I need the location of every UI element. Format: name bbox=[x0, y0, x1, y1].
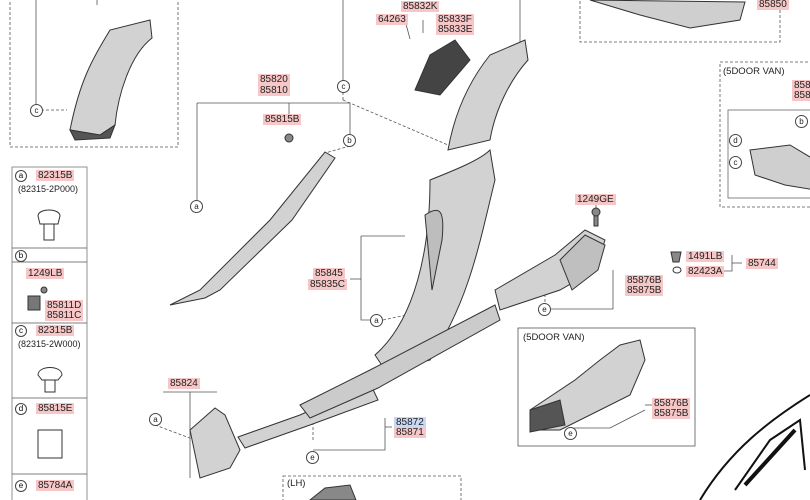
legend-clip-d bbox=[37, 429, 63, 459]
label-85875b-top: 85875B bbox=[625, 285, 664, 296]
label-85833f: 85833F bbox=[436, 14, 474, 25]
caption-5door-van-mid: (5DOOR VAN) bbox=[523, 332, 585, 343]
callout-e-scuff: e bbox=[306, 451, 319, 464]
callout-a-cowl: a bbox=[149, 413, 162, 426]
caption-lh: (LH) bbox=[287, 478, 306, 489]
legend-c-alt: (82315-2W000) bbox=[18, 339, 81, 349]
label-85835c: 85835C bbox=[308, 279, 348, 290]
legend-e-code: 85784A bbox=[36, 480, 75, 491]
legend-letter-d: d bbox=[15, 403, 27, 415]
callout-c-top: c bbox=[337, 80, 350, 93]
label-85833e: 85833E bbox=[436, 24, 475, 35]
label-85845: 85845 bbox=[313, 268, 345, 279]
label-85876b-top: 85876B bbox=[625, 275, 664, 286]
callout-a-center: a bbox=[370, 314, 383, 327]
callout-d-right: d bbox=[729, 134, 742, 147]
callout-a-apillar: a bbox=[190, 200, 203, 213]
legend-a-alt: (82315-2P000) bbox=[18, 184, 79, 194]
clip-85815b bbox=[284, 133, 294, 143]
caption-5door-van-right: (5DOOR VAN) bbox=[723, 66, 785, 77]
legend-d-code: 85815E bbox=[36, 403, 75, 414]
inset-box-lh bbox=[282, 475, 462, 500]
b-pillar-trim-left bbox=[69, 19, 153, 136]
legend-b-code3: 85811C bbox=[45, 310, 84, 321]
callout-e-rear: e bbox=[538, 303, 551, 316]
inset-box-5door-right bbox=[719, 61, 810, 208]
legend-letter-c: c bbox=[15, 325, 27, 337]
label-cut-858b: 858 bbox=[792, 90, 810, 101]
label-82423a: 82423A bbox=[686, 266, 725, 277]
legend-b-code1: 1249LB bbox=[26, 268, 65, 279]
label-1249ge: 1249GE bbox=[575, 194, 616, 205]
legend-clip-a bbox=[37, 209, 61, 225]
legend-clip-b bbox=[27, 295, 41, 311]
legend-a-code: 82315B bbox=[36, 170, 75, 181]
label-85876b-van: 85876B bbox=[652, 398, 691, 409]
callout-b: b bbox=[343, 134, 356, 147]
callout-c-topleft: c bbox=[30, 104, 43, 117]
label-64263: 64263 bbox=[376, 14, 408, 25]
label-85871: 85871 bbox=[394, 427, 426, 438]
label-85832k: 85832K bbox=[401, 1, 440, 12]
inset-box-top-right bbox=[579, 0, 781, 43]
label-1491lb: 1491LB bbox=[686, 251, 725, 262]
a-pillar-trim bbox=[169, 151, 336, 306]
inset-box-5door-mid bbox=[517, 327, 696, 447]
label-cut-858a: 858 bbox=[792, 80, 810, 91]
seatbelt-guide bbox=[414, 39, 471, 96]
legend-letter-e: e bbox=[15, 480, 27, 492]
label-85872: 85872 bbox=[394, 417, 426, 428]
legend-b-code2: 85811D bbox=[45, 300, 84, 311]
legend-c-code: 82315B bbox=[36, 325, 75, 336]
label-85875b-van: 85875B bbox=[652, 408, 691, 419]
label-85815b: 85815B bbox=[263, 114, 302, 125]
legend-letter-b: b bbox=[15, 250, 27, 262]
legend-clip-c bbox=[37, 367, 63, 381]
label-85744: 85744 bbox=[746, 258, 778, 269]
legend-table bbox=[11, 166, 88, 500]
cowl-side-trim bbox=[189, 407, 241, 479]
label-85850: 85850 bbox=[757, 0, 789, 10]
label-85824: 85824 bbox=[168, 378, 200, 389]
b-pillar-trim-center bbox=[447, 39, 529, 151]
label-85810: 85810 bbox=[258, 85, 290, 96]
legend-letter-a: a bbox=[15, 170, 27, 182]
callout-c-right: c bbox=[729, 156, 742, 169]
callout-b-right: b bbox=[795, 115, 808, 128]
callout-e-van: e bbox=[564, 427, 577, 440]
label-85820: 85820 bbox=[258, 74, 290, 85]
